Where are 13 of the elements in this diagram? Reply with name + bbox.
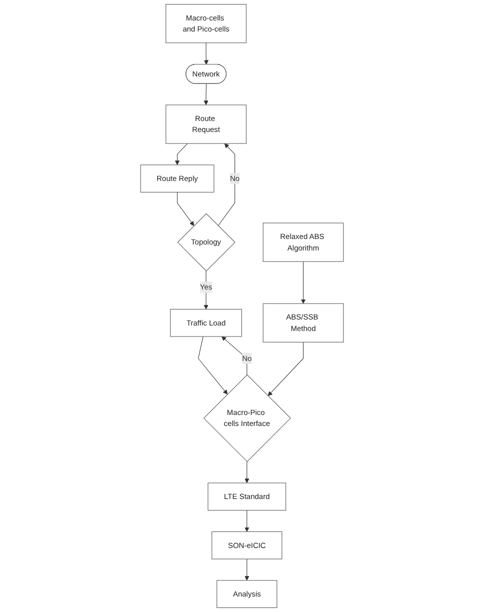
arrow	[204, 84, 208, 106]
arrow	[204, 42, 209, 65]
arrow	[218, 143, 236, 226]
arrow	[244, 558, 250, 581]
arrow	[244, 510, 250, 532]
arrow	[198, 336, 228, 394]
arrow	[268, 342, 304, 396]
arrow	[204, 270, 208, 310]
arrow	[300, 261, 306, 304]
arrow	[174, 143, 188, 166]
arrow	[177, 192, 194, 226]
arrow	[244, 461, 250, 484]
arrow	[222, 336, 248, 376]
